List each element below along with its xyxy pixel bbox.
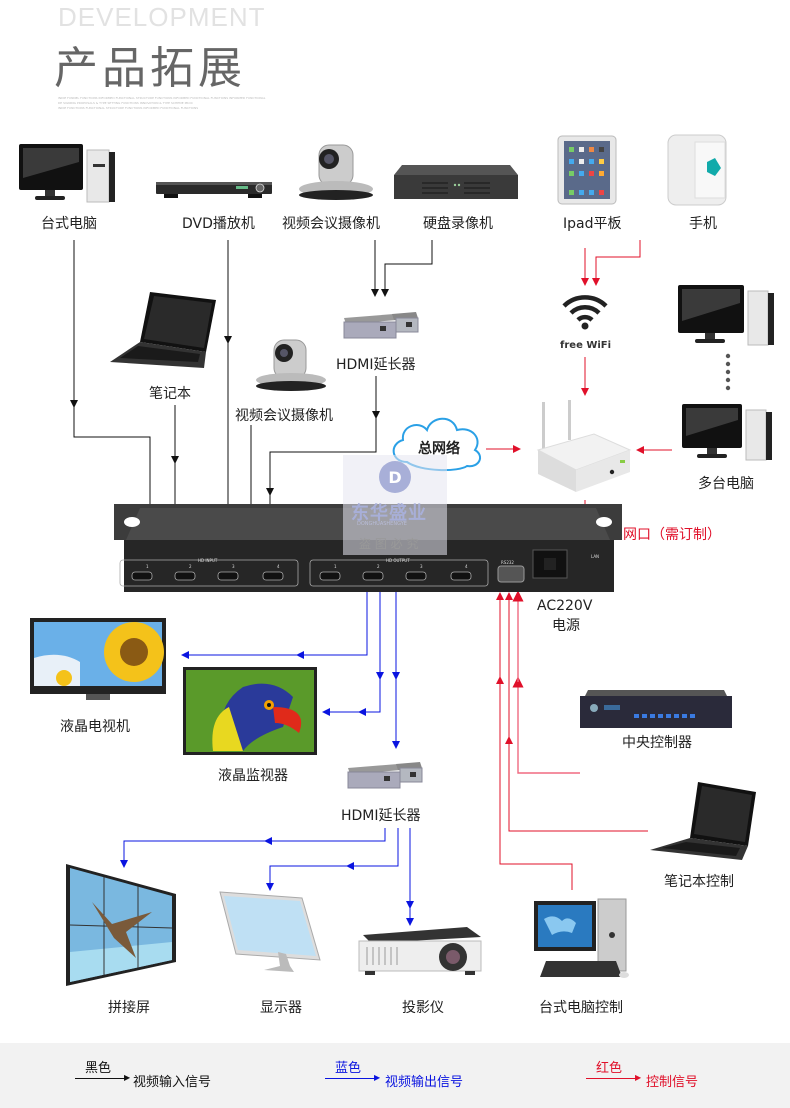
watermark-notice: 盗 图 必 究 [359, 537, 419, 551]
lan-label: LAN [591, 554, 600, 559]
network-pc-2-image [680, 402, 776, 464]
lcd-tv-image [30, 618, 166, 702]
label-desktop-control: 台式电脑控制 [539, 1000, 623, 1016]
control-signal-wires-light [512, 590, 580, 774]
label-video-wall: 拼接屏 [108, 1000, 150, 1016]
hdmi-extender-input-image [340, 310, 420, 340]
dvr-image [392, 163, 520, 203]
watermark-brand: 东华盛业 [351, 503, 427, 524]
output-port-4: 4 [465, 564, 468, 569]
input-port-1: 1 [146, 564, 149, 569]
output-signal-wires [120, 590, 414, 926]
central-controller-image [578, 688, 734, 732]
label-display: 显示器 [260, 1000, 302, 1016]
conference-camera-image [297, 143, 375, 203]
legend: 黑色 ▶ 视频输入信号 蓝色 ▶ 视频输出信号 红色 ▶ 控制信号 [0, 1043, 790, 1108]
label-cloud: 总网络 [418, 441, 460, 457]
laptop-control-image [648, 780, 758, 862]
label-hdmi-extender-output: HDMI延长器 [341, 808, 421, 824]
arrow-right-icon: ▶ [374, 1073, 381, 1082]
label-phone: 手机 [689, 216, 717, 232]
label-dvd-player: DVD播放机 [182, 216, 255, 232]
label-dvr: 硬盘录像机 [423, 216, 493, 232]
legend-red-arrow-line [586, 1078, 636, 1079]
label-projector: 投影仪 [402, 1000, 444, 1016]
input-port-3: 3 [232, 564, 235, 569]
legend-meaning: 视频输入信号 [133, 1075, 212, 1090]
watermark-pinyin: DONGHUASHENGYE [357, 521, 407, 527]
output-port-1: 1 [334, 564, 337, 569]
legend-black-arrow-line [75, 1078, 125, 1079]
label-laptop: 笔记本 [149, 386, 191, 402]
legend-color-name: 黑色 [85, 1061, 112, 1076]
label-conference-camera-2: 视频会议摄像机 [235, 408, 333, 424]
label-hdmi-extender-input: HDMI延长器 [336, 357, 416, 373]
arrow-right-icon: ▶ [124, 1073, 131, 1082]
network-pc-image [668, 283, 776, 353]
label-conference-camera: 视频会议摄像机 [282, 216, 380, 232]
projector-image [357, 925, 485, 977]
header-fine-print: INDIE FUNCTIONS FUNCTIONAL STRUCTURE FUN… [58, 106, 199, 110]
hd-output-label: HD OUTPUT [386, 558, 410, 563]
laptop-image [108, 290, 218, 372]
label-desktop-pc: 台式电脑 [41, 216, 97, 232]
header-fine-print: DE SIGNING PROPOSALS & TYPE SETTING FUNC… [58, 101, 193, 105]
legend-meaning: 视频输出信号 [385, 1075, 464, 1090]
rs232-label: RS232 [501, 560, 514, 565]
label-multi-pc: 多台电脑 [698, 476, 754, 492]
hdmi-extender-output-image [344, 760, 426, 790]
output-port-3: 3 [420, 564, 423, 569]
input-port-2: 2 [189, 564, 192, 569]
label-central-controller: 中央控制器 [622, 735, 692, 751]
dvd-player-image [156, 180, 274, 200]
label-ipad: Ipad平板 [563, 216, 622, 232]
router-image [532, 400, 632, 496]
label-lan-port: 网口（需订制） [623, 527, 721, 543]
display-image [218, 890, 322, 976]
label-lcd-monitor: 液晶监视器 [218, 768, 288, 784]
label-lcd-tv: 液晶电视机 [60, 719, 130, 735]
svg-text:D: D [388, 468, 401, 487]
legend-color-name: 蓝色 [335, 1061, 362, 1076]
desktop-control-image [532, 893, 632, 985]
label-power: AC220V [537, 598, 593, 614]
output-port-2: 2 [377, 564, 380, 569]
label-wifi: free WiFi [560, 340, 612, 351]
video-wall-image [52, 862, 184, 988]
ipad-image [557, 135, 617, 205]
lcd-monitor-image [183, 667, 317, 755]
hd-input-label: HD INPUT [198, 558, 218, 563]
header-fine-print: INDIE FUNNEL FUNCTIONS INFORMED FUNCTION… [58, 96, 266, 100]
more-pcs-dots [724, 352, 732, 392]
legend-color-name: 红色 [596, 1061, 623, 1076]
conference-camera-2-image [254, 338, 328, 394]
legend-meaning: 控制信号 [646, 1075, 699, 1090]
arrow-right-icon: ▶ [635, 1073, 642, 1082]
watermark: D 东华盛业 DONGHUASHENGYE 盗 图 必 究 [343, 455, 447, 555]
phone-image [667, 134, 727, 206]
legend-blue-arrow-line [325, 1078, 375, 1079]
desktop-pc-image [17, 142, 117, 204]
label-laptop-control: 笔记本控制 [664, 874, 734, 890]
input-port-4: 4 [277, 564, 280, 569]
watermark-logo-icon: D [379, 461, 411, 493]
header-title-en: DEVELOPMENT [58, 2, 266, 32]
wifi-icon [560, 290, 610, 342]
header-title-cn: 产品拓展 [54, 43, 246, 94]
label-power-cn: 电源 [552, 618, 580, 634]
